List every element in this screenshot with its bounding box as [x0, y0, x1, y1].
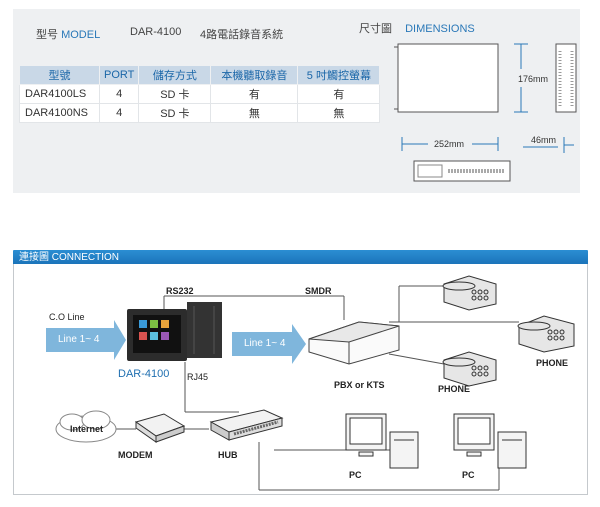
pc-left [345, 413, 419, 469]
spec-table-header-row: 型號 PORT 儲存方式 本機聽取錄音 5 吋觸控螢幕 [19, 65, 381, 85]
spec-header-storage: 儲存方式 [138, 65, 212, 85]
model-number: DAR-4100 [130, 26, 182, 38]
connection-lines [114, 285, 519, 491]
device-front-view [394, 43, 499, 113]
spec-cell: SD 卡 [138, 84, 212, 104]
phone-top [442, 275, 497, 311]
pc-right [453, 413, 527, 469]
line-out-label: Line 1~ 4 [244, 338, 286, 349]
dimensions-title-en: DIMENSIONS [405, 23, 475, 35]
phone-right-label: PHONE [536, 358, 569, 368]
model-description: 4路電話錄音系統 [200, 29, 284, 41]
connection-drawing [46, 275, 575, 491]
table-row: DAR4100LS 4 SD 卡 有 有 [19, 84, 381, 104]
hub-device [209, 409, 284, 441]
spec-cell: DAR4100NS [19, 103, 100, 123]
spec-cell: 有 [297, 84, 381, 104]
depth-dimension-line [523, 137, 574, 153]
connection-header: 連接圖 CONNECTION [13, 250, 588, 265]
modem-device [134, 413, 186, 443]
dimension-drawing: 176mm 252mm 46mm [394, 43, 577, 182]
connection-diagram: RS232 SMDR C.O Line Line 1~ 4 Line 1~ 4 … [13, 264, 588, 495]
device-label: DAR-4100 [118, 368, 170, 380]
spec-cell: DAR4100LS [19, 84, 100, 104]
phone-bottom-label: PHONE [438, 384, 471, 394]
spec-header-touchscreen: 5 吋觸控螢幕 [297, 65, 381, 85]
width-label: 252mm [434, 139, 464, 149]
device-side-view [555, 43, 577, 113]
internet-cloud [55, 410, 117, 443]
width-dimension-line [401, 137, 499, 151]
rj45-label: RJ45 [187, 372, 209, 382]
spec-header-model: 型號 [19, 65, 100, 85]
model-label-group: 型号 MODEL [36, 26, 100, 42]
pbx-device [308, 321, 400, 365]
line-in-label: Line 1~ 4 [58, 334, 100, 345]
hub-label: HUB [218, 450, 238, 460]
dimensions-title: 尺寸圖 [359, 23, 392, 35]
depth-label: 46mm [531, 135, 556, 145]
model-label-en: MODEL [61, 29, 101, 41]
rs232-label: RS232 [166, 286, 194, 296]
smdr-label: SMDR [305, 286, 332, 296]
internet-label: Internet [70, 424, 104, 434]
model-label: 型号 [36, 29, 58, 41]
spec-cell: 有 [210, 84, 299, 104]
height-dimension-line [514, 43, 528, 113]
spec-header-playback: 本機聽取錄音 [210, 65, 299, 85]
line-in-arrow [46, 320, 126, 360]
phone-right [517, 315, 575, 353]
co-line-label: C.O Line [49, 312, 85, 322]
pc-right-label: PC [462, 470, 475, 480]
spec-table: 型號 PORT 儲存方式 本機聽取錄音 5 吋觸控螢幕 DAR4100LS 4 … [19, 65, 381, 123]
dar-4100-device [127, 302, 222, 361]
modem-label: MODEM [118, 450, 153, 460]
spec-cell: SD 卡 [138, 103, 212, 123]
pbx-label: PBX or KTS [334, 380, 385, 390]
spec-header-port: PORT [98, 65, 140, 85]
line-out-arrow [232, 324, 306, 364]
spec-cell: 4 [98, 103, 140, 123]
table-row: DAR4100NS 4 SD 卡 無 無 [19, 103, 381, 123]
height-label: 176mm [518, 74, 548, 84]
pc-left-label: PC [349, 470, 362, 480]
dimensions-title-group: 尺寸圖 DIMENSIONS [359, 20, 475, 36]
spec-cell: 4 [98, 84, 140, 104]
spec-cell: 無 [210, 103, 299, 123]
device-top-view [413, 160, 511, 182]
model-panel: 型号 MODEL DAR-4100 4路電話錄音系統 尺寸圖 DIMENSION… [13, 9, 580, 193]
spec-cell: 無 [297, 103, 381, 123]
phone-bottom [442, 351, 497, 387]
